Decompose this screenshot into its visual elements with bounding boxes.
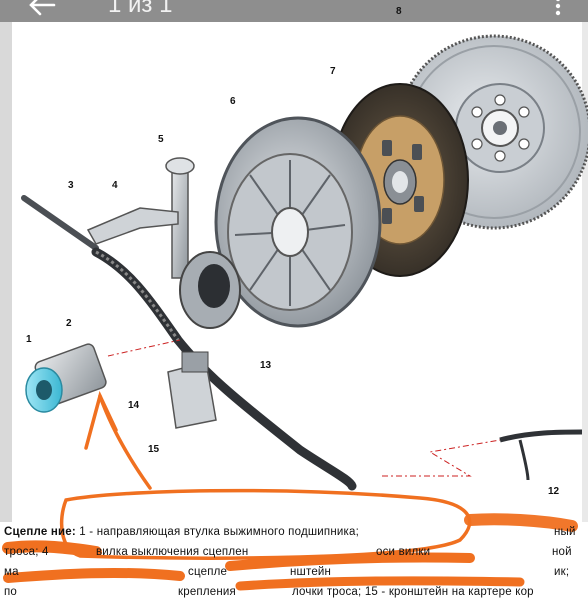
pressure-plate <box>214 116 382 328</box>
callout-7: 7 <box>330 66 336 77</box>
caption-line-1-tail: ный <box>554 526 576 538</box>
caption-line-3c: нштейн <box>290 566 332 578</box>
caption-line-2b: вилка выключения сцеплен <box>96 546 249 558</box>
image-viewer-topbar: 1 из 1 <box>0 0 588 22</box>
callout-8: 8 <box>396 6 402 17</box>
callout-1: 1 <box>26 334 32 345</box>
caption-line-3b: сцепле <box>188 566 228 578</box>
callout-5: 5 <box>158 134 164 145</box>
callout-12: 12 <box>548 486 560 497</box>
caption-line-2c: оси вилки <box>376 546 431 558</box>
callout-6: 6 <box>230 96 236 107</box>
orange-annotation <box>2 390 578 591</box>
caption-line-4c: лочки троса; 15 - кронштейн на картере к… <box>292 586 534 598</box>
more-vertical-icon[interactable] <box>552 0 564 18</box>
caption-line-1: 1 - направляющая втулка выжимного подшип… <box>75 526 359 538</box>
caption-heading: Сцепле ние: <box>4 526 76 538</box>
arrow-left-icon[interactable] <box>24 0 60 19</box>
clutch-cable <box>21 195 583 491</box>
caption-line-2a: троса; 4 <box>4 546 49 558</box>
caption-line-4a: по <box>4 586 18 598</box>
left-border <box>0 22 12 522</box>
callout-2: 2 <box>66 318 72 329</box>
callout-labels: 1 2 3 4 5 6 7 8 12 13 14 15 <box>26 6 560 497</box>
image-counter: 1 из 1 <box>108 0 173 18</box>
callout-15: 15 <box>148 444 160 455</box>
caption-line-3a: ма <box>4 566 19 578</box>
figure-caption: Сцепле ние: 1 - направляющая втулка выжи… <box>0 518 588 604</box>
right-border <box>582 22 588 522</box>
guide-sleeve <box>25 343 107 413</box>
gearbox-bracket <box>167 351 217 429</box>
callout-3: 3 <box>68 180 74 191</box>
caption-line-3d: ик; <box>554 566 570 578</box>
callout-14: 14 <box>128 400 140 411</box>
callout-4: 4 <box>112 180 118 191</box>
caption-line-4b: крепления <box>178 586 236 598</box>
release-fork <box>86 157 241 329</box>
caption-line-2d: ной <box>552 546 572 558</box>
callout-13: 13 <box>260 360 272 371</box>
